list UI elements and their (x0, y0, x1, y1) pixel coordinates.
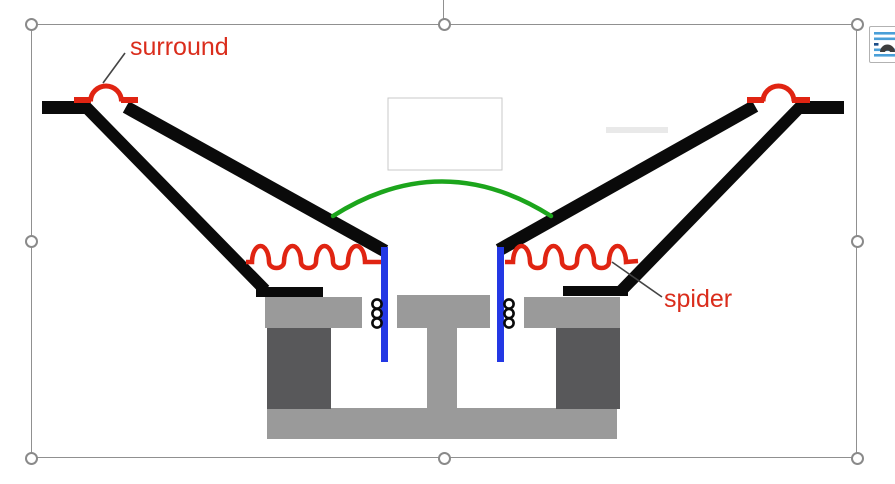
selection-handle-bottom-left[interactable] (25, 452, 38, 465)
spider-wave-right (505, 243, 639, 271)
basket-left (79, 100, 270, 295)
label-leader-lines (102, 52, 663, 298)
cone-right (495, 100, 759, 256)
cone-and-basket-lines (79, 100, 806, 296)
spider-wave-left (246, 243, 381, 271)
dust-cap-arc (330, 179, 554, 219)
surround-label: surround (130, 33, 229, 61)
selection-handle-top-center[interactable] (438, 18, 451, 31)
voice-coil-formers (381, 247, 504, 362)
selection-handle-top-left[interactable] (25, 18, 38, 31)
surround-hump-right (760, 83, 797, 102)
rotation-handle-stem (443, 0, 444, 19)
selection-handle-middle-left[interactable] (25, 235, 38, 248)
basket-right (616, 101, 806, 296)
frame-bars (42, 101, 844, 297)
label-cover-box (387, 97, 503, 171)
selection-handle-bottom-right[interactable] (851, 452, 864, 465)
cone-left (122, 101, 389, 257)
layout-options-icon (874, 32, 895, 57)
spider-label: spider (664, 285, 732, 313)
selection-handle-bottom-center[interactable] (438, 452, 451, 465)
erased-label-smudge (606, 127, 668, 133)
layout-options-button[interactable] (869, 26, 895, 63)
picture-arch-glyph (880, 44, 895, 52)
surround-leader-line (102, 52, 126, 84)
accent-line (874, 43, 879, 46)
diagram-labels: surround spider (130, 33, 732, 313)
spider-leader-line (611, 261, 663, 298)
red-outline-parts (88, 83, 797, 271)
surround-seat-strips (74, 97, 810, 103)
selection-handle-middle-right[interactable] (851, 235, 864, 248)
selection-handle-top-right[interactable] (851, 18, 864, 31)
voice-coil-windings (371, 298, 515, 329)
magnet-pole-structure (265, 295, 620, 439)
magnet-blocks (267, 328, 620, 409)
surround-hump-left (88, 83, 124, 102)
